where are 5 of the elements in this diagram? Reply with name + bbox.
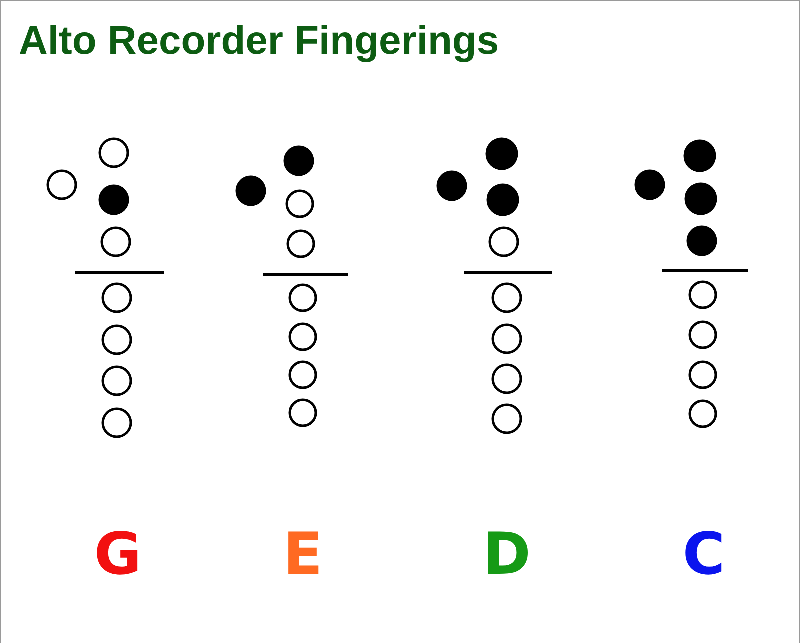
- note-letter: C: [682, 523, 726, 587]
- note-letter: G: [93, 523, 143, 587]
- note-letter: E: [282, 523, 324, 587]
- note-letter: D: [482, 523, 532, 587]
- title: Alto Recorder Fingerings: [19, 19, 500, 64]
